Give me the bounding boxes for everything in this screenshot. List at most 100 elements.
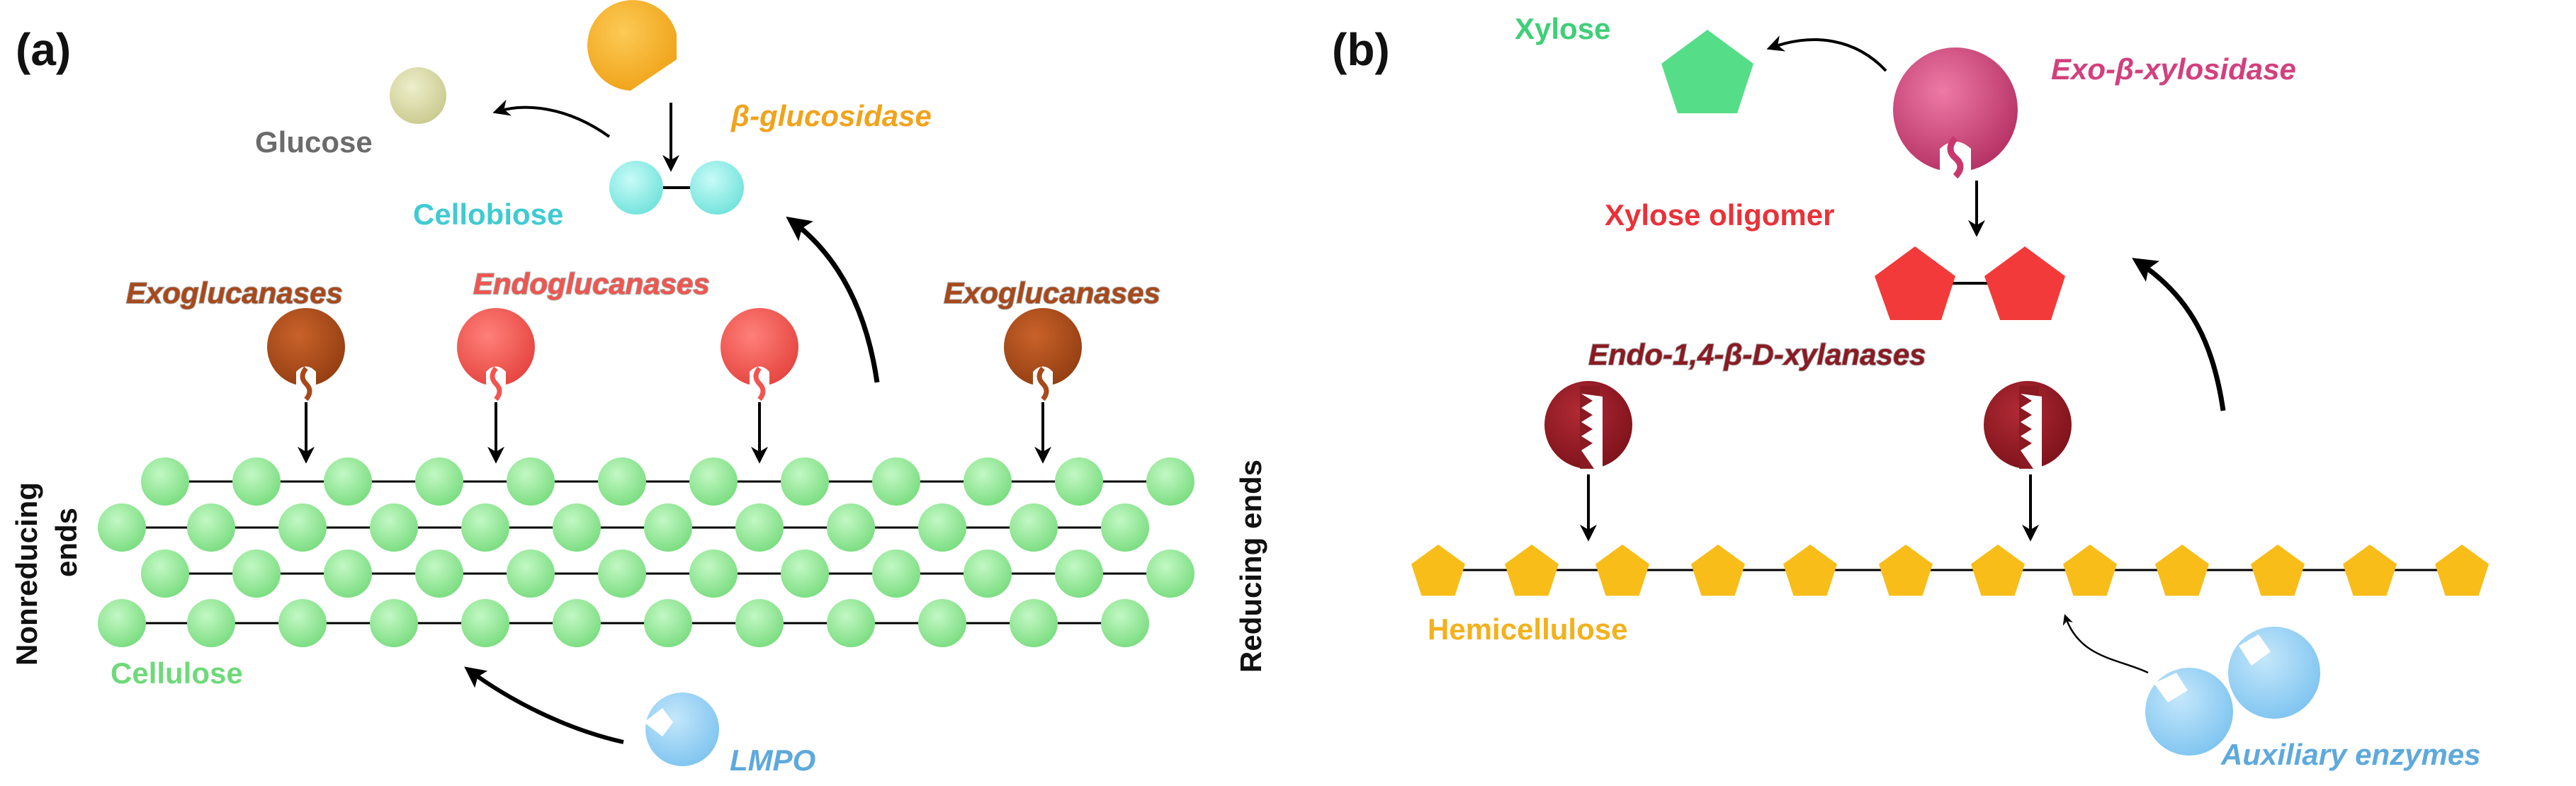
endoglucanase-enzyme-left [457, 308, 535, 401]
cellulose-glucose-unit [1010, 599, 1058, 647]
cellulose-glucose-unit [370, 503, 418, 552]
hemicellulose-xylose-unit [1879, 545, 1933, 596]
chain-to-cellobiose-arrow [786, 216, 880, 383]
cellulose-glucose-unit [324, 457, 372, 506]
reducing-ends-label: Reducing ends [1234, 460, 1267, 673]
cellulose-glucose-unit [918, 503, 966, 552]
auxiliary-arrow [2062, 614, 2149, 674]
cellulose-glucose-unit [689, 457, 738, 506]
cellulose-glucose-unit [598, 457, 646, 506]
hemicellulose-xylose-unit [1691, 545, 1745, 596]
hemicellulose-xylose-unit [1411, 545, 1465, 596]
auxiliary-enzyme-left [2145, 668, 2233, 756]
xylose-oligomer-unit-left [1875, 246, 1955, 320]
hemicellulose-xylose-unit [1505, 545, 1559, 596]
hemicellulose-xylose-unit [1971, 545, 2025, 596]
endoglucanases-label: Endoglucanases [473, 267, 710, 300]
cellulose-glucose-unit [827, 503, 875, 552]
cellulose-glucose-unit [644, 599, 692, 647]
exoglucanase-enzyme-left [267, 308, 345, 401]
cellulose-glucose-unit [735, 599, 784, 647]
panel-a-label: (a) [16, 24, 71, 75]
lmpo-arrow [464, 666, 624, 744]
hemicellulose-xylose-unit [1783, 545, 1837, 596]
cellulose-glucose-unit [781, 549, 829, 598]
cellulose-glucose-unit [964, 457, 1012, 506]
cellobiose-unit-left [609, 161, 663, 215]
cellulose-glucose-unit [781, 457, 829, 506]
cellulose-glucose-unit [415, 457, 463, 506]
nonreducing-label-line2: ends [50, 508, 83, 577]
hemicellulose-xylose-unit [2063, 545, 2117, 596]
xylose-oligomer-unit-right [1984, 246, 2065, 320]
glucose-unit [390, 67, 446, 124]
hemicellulose-xylose-unit [2343, 545, 2397, 596]
glucose-label: Glucose [255, 125, 373, 159]
cellulose-glucose-unit [232, 549, 281, 598]
xylosidase-to-xylose-arrow [1766, 35, 1887, 72]
cellulose-glucose-unit [735, 503, 784, 552]
cellulose-glucose-unit [1146, 457, 1194, 506]
cellulose-glucose-unit [598, 549, 646, 598]
cellulose-glucose-unit [461, 599, 509, 647]
cellulose-glucose-unit [872, 549, 920, 598]
chain-to-oligomer-arrow [2132, 258, 2226, 411]
cellulose-glucose-unit [98, 503, 146, 552]
exoglucanases-right-label: Exoglucanases [944, 276, 1160, 309]
cellobiose-to-glucose-arrow [492, 99, 611, 138]
cellulose-glucose-unit [1055, 549, 1103, 598]
cellulose-glucose-unit [827, 599, 875, 647]
cellulose-glucose-unit [415, 549, 463, 598]
hemicellulose-xylose-unit [1595, 545, 1649, 596]
cellulose-chains [98, 457, 1194, 647]
nonreducing-label-line1: Nonreducing [10, 482, 43, 666]
cellulose-glucose-unit [689, 549, 738, 598]
lmpo-enzyme [644, 693, 719, 766]
endoglucanase-enzyme-right [721, 308, 798, 401]
cellulose-glucose-unit [461, 503, 509, 552]
cellulose-label: Cellulose [111, 656, 243, 690]
cellulose-glucose-unit [918, 599, 966, 647]
exoglucanase-enzyme-right [1004, 308, 1082, 401]
cellulose-glucose-unit [1055, 457, 1103, 506]
cellulose-glucose-unit [141, 549, 189, 598]
auxiliary-enzymes-label: Auxiliary enzymes [2220, 738, 2481, 771]
cellulose-glucose-unit [324, 549, 372, 598]
hemicellulose-xylose-unit [2251, 545, 2305, 596]
endo-xylanase-enzyme-right [1984, 381, 2072, 469]
auxiliary-enzyme-right [2228, 627, 2320, 719]
cellulose-glucose-unit [278, 503, 327, 552]
cellulose-glucose-unit [507, 549, 555, 598]
xylose-label: Xylose [1515, 12, 1610, 45]
cellulose-glucose-unit [1146, 549, 1194, 598]
panel-b-label: (b) [1332, 24, 1390, 75]
xylose-unit [1661, 30, 1753, 113]
cellulose-glucose-unit [1101, 599, 1149, 647]
beta-glucosidase-enzyme [587, 0, 677, 91]
cellulose-glucose-unit [232, 457, 281, 506]
cellulose-glucose-unit [872, 457, 920, 506]
hemicellulose-xylose-unit [2155, 545, 2209, 596]
cellulose-glucose-unit [98, 599, 146, 647]
cellulose-glucose-unit [644, 503, 692, 552]
cellulose-glucose-unit [278, 599, 327, 647]
cellulose-glucose-unit [1101, 503, 1149, 552]
cellulose-glucose-unit [370, 599, 418, 647]
cellulose-glucose-unit [141, 457, 189, 506]
exo-xylosidase-enzyme [1893, 47, 2018, 179]
hemicellulose-label: Hemicellulose [1428, 613, 1627, 646]
exo-xylosidase-label: Exo-β-xylosidase [2051, 52, 2296, 86]
xylose-oligomer-label: Xylose oligomer [1605, 198, 1834, 232]
exoglucanases-left-label: Exoglucanases [126, 276, 343, 309]
hemicellulose-xylose-unit [2435, 545, 2489, 596]
cellulose-glucose-unit [964, 549, 1012, 598]
cellulose-glucose-unit [553, 599, 601, 647]
cellulose-glucose-unit [187, 503, 235, 552]
cellobiose-label: Cellobiose [413, 198, 563, 231]
endo-xylanase-enzyme-left [1544, 381, 1632, 469]
endo-xylanases-label: Endo-1,4-β-D-xylanases [1588, 338, 1926, 371]
hemicellulose-chain [1411, 545, 2489, 596]
beta-glucosidase-label: β-glucosidase [730, 99, 932, 132]
cellulose-glucose-unit [507, 457, 555, 506]
